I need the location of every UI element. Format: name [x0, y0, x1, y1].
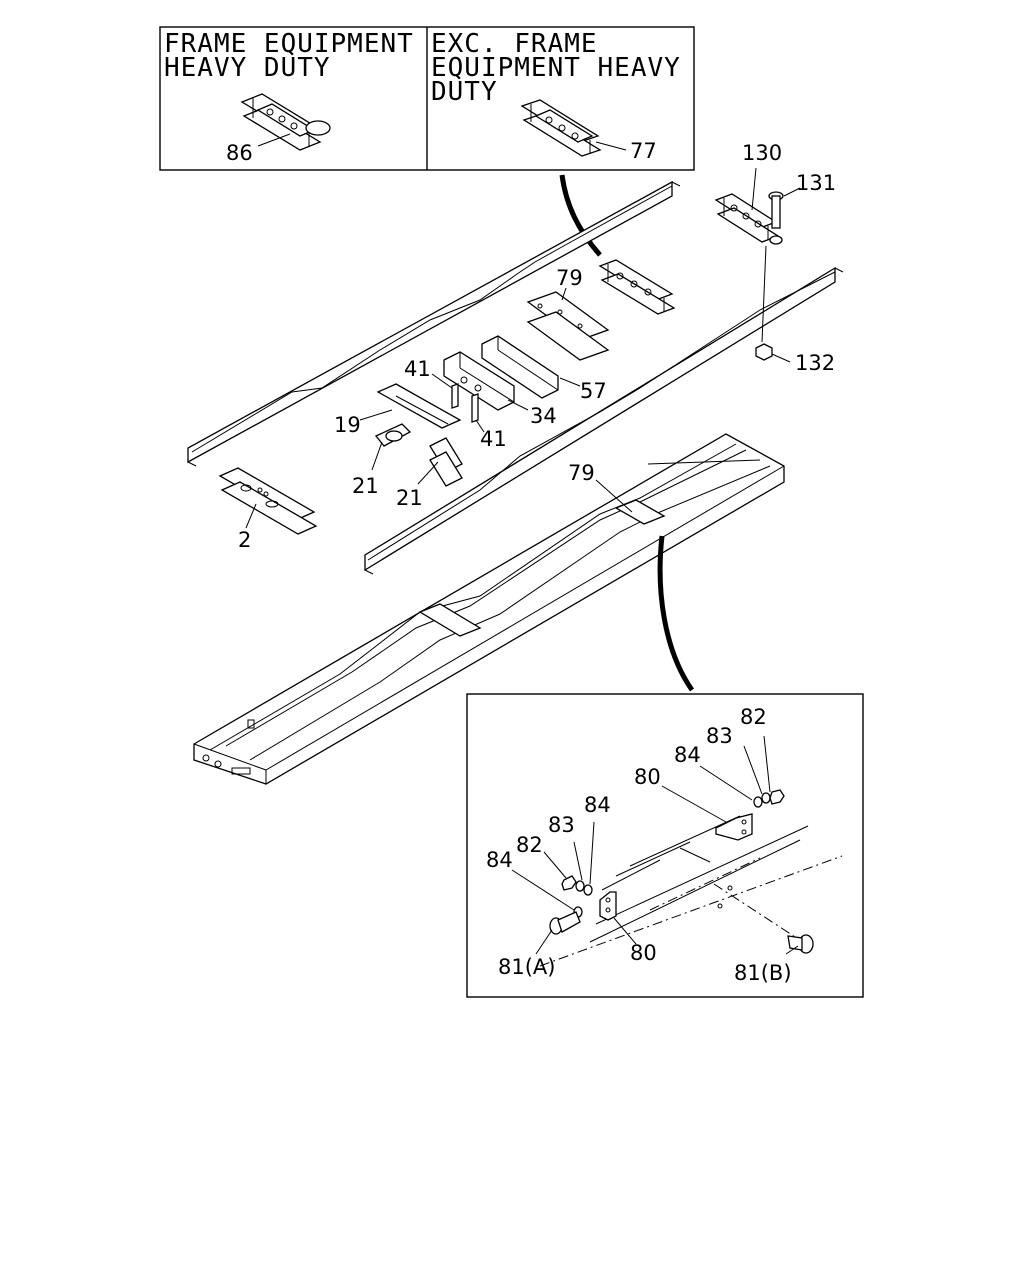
inset-left-title-line1: FRAME EQUIPMENT — [164, 29, 414, 59]
callout-130: 130 — [742, 141, 782, 165]
inset-right-title-line1: EXC. FRAME — [431, 29, 598, 59]
bolt-131-drawing — [768, 191, 784, 245]
callout-80-lower: 80 — [630, 941, 657, 965]
callout-41-upper: 41 — [404, 357, 431, 381]
callout-34: 34 — [530, 404, 557, 428]
crossmember-upper-drawing — [598, 259, 676, 315]
detail-box-bottom — [466, 693, 864, 998]
callout-19: 19 — [334, 413, 361, 437]
callout-41-lower: 41 — [480, 427, 507, 451]
callout-84-upper: 84 — [674, 743, 701, 767]
callout-82-upper: 82 — [740, 705, 767, 729]
callout-83-lower: 83 — [548, 813, 575, 837]
callout-84-lower: 84 — [486, 848, 513, 872]
callout-81a: 81(A) — [498, 955, 555, 979]
bracket-19-drawing — [376, 383, 462, 429]
callout-21-left: 21 — [352, 474, 379, 498]
callout-83-upper: 83 — [706, 724, 733, 748]
callout-79-upper: 79 — [556, 266, 583, 290]
hanger-21-drawing — [374, 423, 463, 487]
callout-131: 131 — [796, 171, 836, 195]
crossmember-2-drawing — [218, 467, 318, 535]
inset-right-title-line2: EQUIPMENT HEAVY — [431, 53, 681, 83]
inset-right-title-line3: DUTY — [431, 77, 498, 107]
assembled-frame-drawing — [193, 433, 785, 785]
callout-84-mid: 84 — [584, 793, 611, 817]
bracket-57-drawing — [481, 335, 559, 399]
crossmember-heavy-duty-drawing — [240, 93, 331, 151]
inset-left-title-line2: HEAVY DUTY — [164, 53, 331, 83]
upper-frame-rails — [187, 180, 844, 575]
callout-86: 86 — [226, 141, 253, 165]
nut-132-drawing — [755, 343, 773, 361]
inset-leader-top — [559, 174, 602, 257]
crossmember-130-drawing — [714, 193, 780, 243]
callout-80-upper: 80 — [634, 765, 661, 789]
callout-57: 57 — [580, 379, 607, 403]
bracket-41-drawing — [451, 383, 479, 423]
callout-2: 2 — [238, 528, 251, 552]
bracket-34-drawing — [443, 351, 515, 411]
plate-79-drawing — [526, 291, 610, 361]
inset-box-top: FRAME EQUIPMENT HEAVY DUTY EXC. FRAME EQ… — [159, 26, 695, 171]
callout-21-right: 21 — [396, 486, 423, 510]
callout-82-lower: 82 — [516, 833, 543, 857]
callout-132: 132 — [795, 351, 835, 375]
inset-leader-bottom — [657, 535, 695, 692]
callout-79-lower: 79 — [568, 461, 595, 485]
crossmember-standard-drawing — [520, 99, 602, 157]
callout-77: 77 — [630, 139, 657, 163]
callout-81b: 81(B) — [734, 961, 792, 985]
